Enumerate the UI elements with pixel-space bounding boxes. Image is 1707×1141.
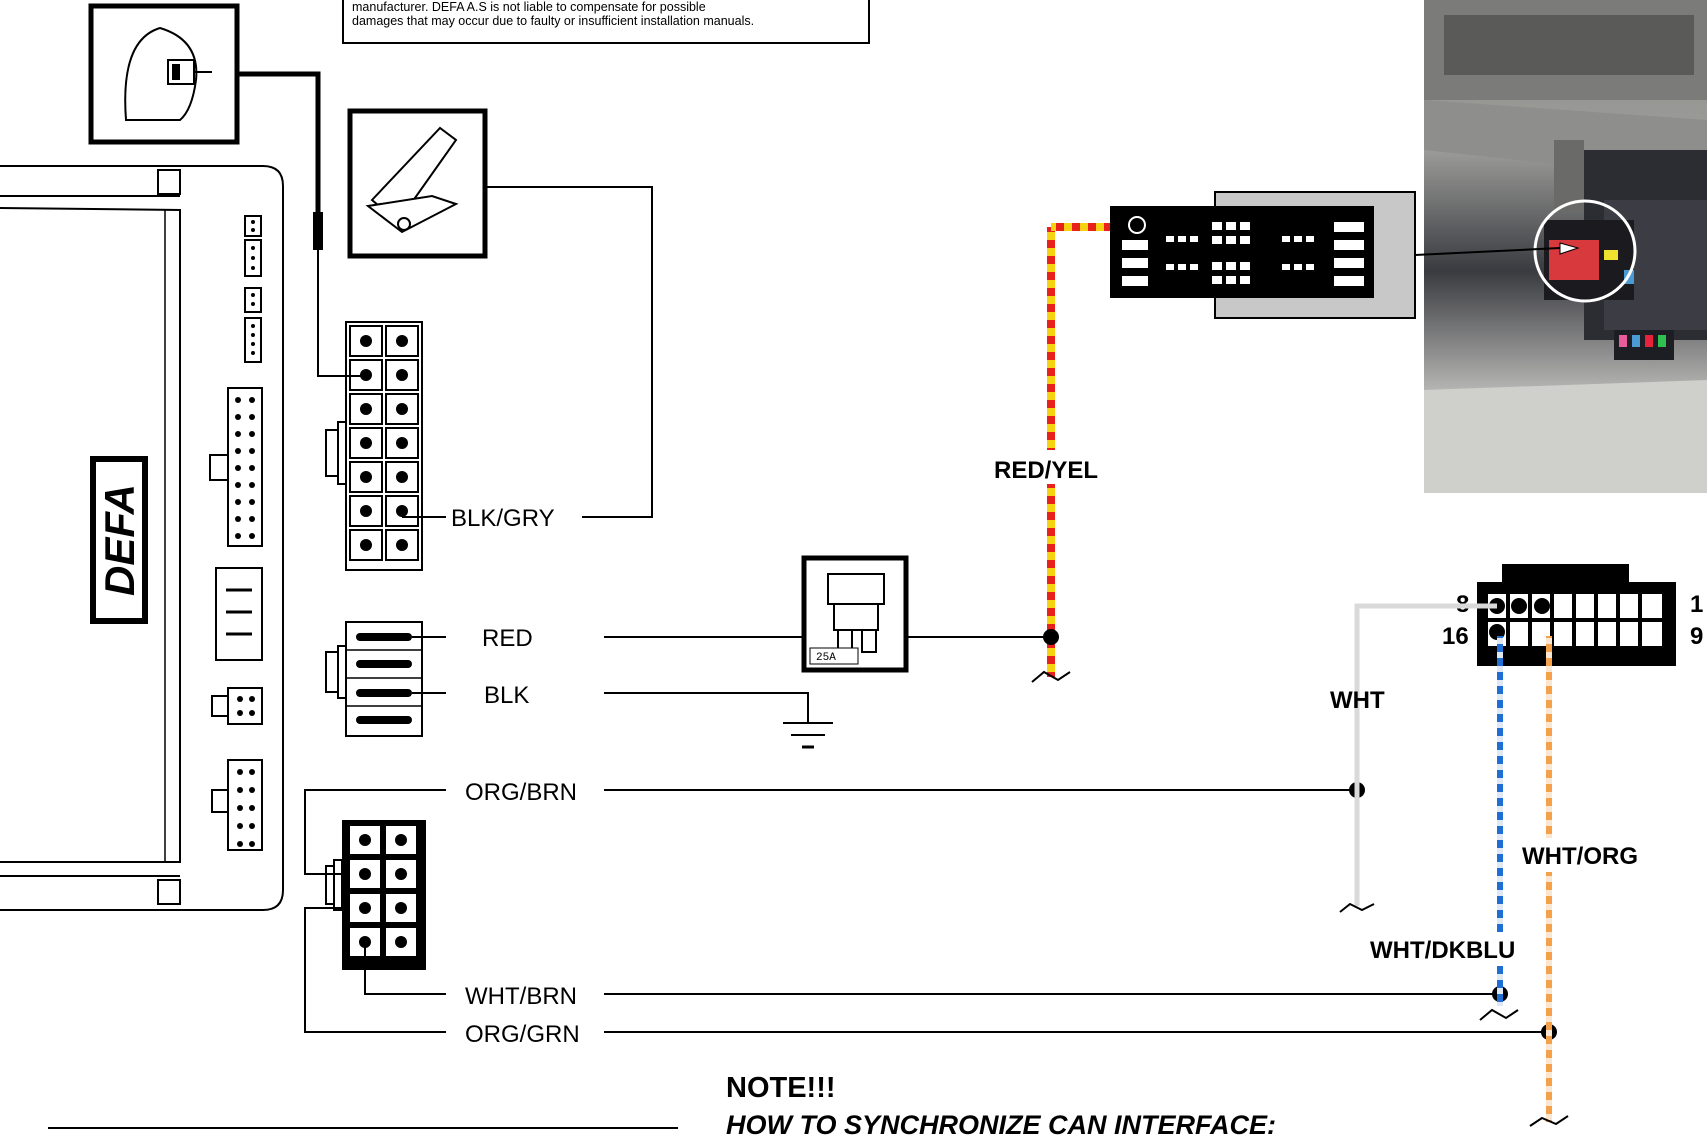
defa-brand: DEFA xyxy=(96,484,143,596)
wire-label-org-grn: ORG/GRN xyxy=(465,1021,580,1048)
wire-label-blk: BLK xyxy=(484,682,529,709)
pin-label-9: 9 xyxy=(1690,623,1703,650)
wire-label-wht-org: WHT/ORG xyxy=(1522,843,1638,870)
wire-label-wht-brn: WHT/BRN xyxy=(465,983,577,1010)
wire-wht-org xyxy=(1546,636,1552,1122)
wire-wht xyxy=(1354,603,1497,906)
wire-label-blk-gry: BLK/GRY xyxy=(451,505,555,532)
note-title: NOTE!!! xyxy=(726,1072,836,1104)
disclaimer-line-2: damages that may occur due to faulty or … xyxy=(352,14,755,28)
defa-logo: DEFA xyxy=(90,456,148,624)
wire-label-red-yel: RED/YEL xyxy=(994,457,1098,484)
wire-label-red: RED xyxy=(482,625,533,652)
wire-red-yel xyxy=(1047,227,1055,639)
power-connector xyxy=(325,621,423,737)
pin-label-1: 1 xyxy=(1690,591,1703,618)
ignition-key-icon xyxy=(88,3,240,145)
note-subtitle: HOW TO SYNCHRONIZE CAN INTERFACE: xyxy=(726,1110,1277,1140)
hood-switch-icon xyxy=(347,108,488,259)
main-harness-connector xyxy=(325,321,423,571)
fuse-box-photo xyxy=(1424,0,1707,493)
pin-label-16: 16 xyxy=(1442,623,1469,650)
ground-icon xyxy=(783,722,833,749)
defa-module: DEFA xyxy=(0,165,284,911)
fusebox-connector xyxy=(1110,191,1416,319)
fuse-rating: 25A xyxy=(816,652,836,664)
wire-label-wht: WHT xyxy=(1330,687,1385,714)
can-connector-8pin xyxy=(325,820,426,970)
wire-label-org-brn: ORG/BRN xyxy=(465,779,577,806)
wire-label-wht-dkblu: WHT/DKBLU xyxy=(1370,937,1515,964)
divider xyxy=(48,1127,678,1129)
diagnostic-connector-16pin xyxy=(1477,564,1676,666)
disclaimer-box: manufacturer. DEFA A.S is not liable to … xyxy=(342,0,870,44)
disclaimer-line-1: manufacturer. DEFA A.S is not liable to … xyxy=(352,0,706,14)
wire-wht-dkblu xyxy=(1497,636,1503,1006)
blade-fuse-icon: 25A xyxy=(801,555,909,673)
